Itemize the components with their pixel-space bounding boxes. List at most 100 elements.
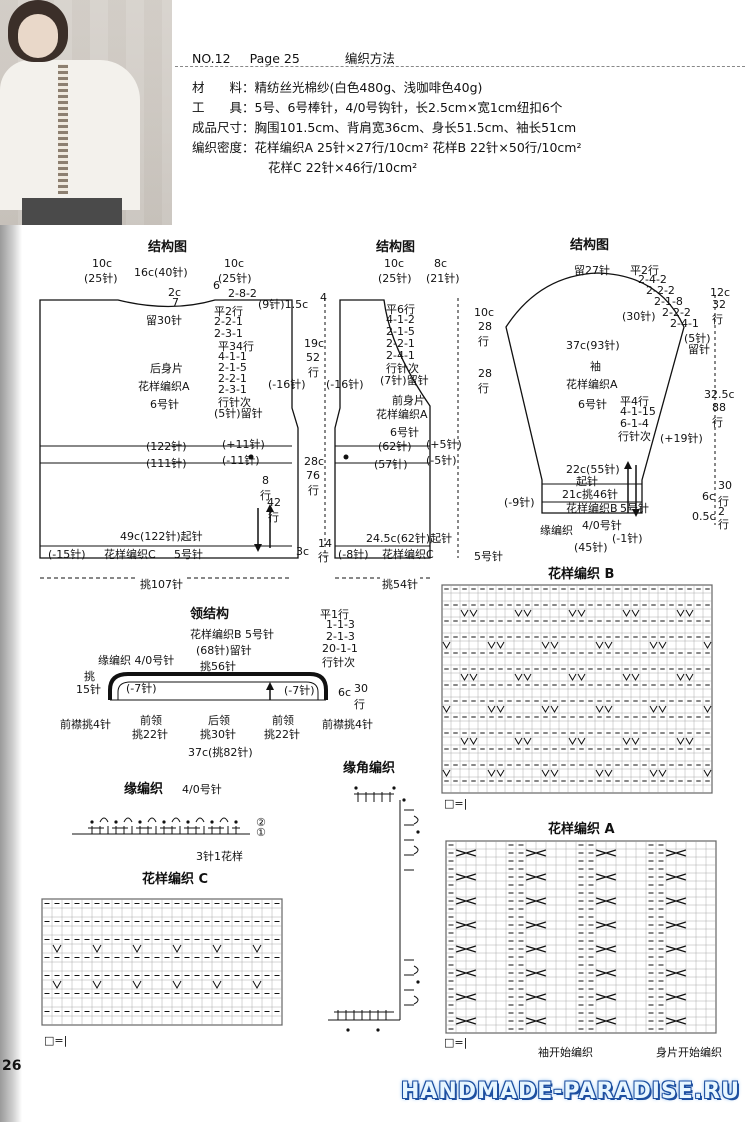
front-label: 8c (434, 257, 448, 270)
slip-stitch-mark (676, 737, 685, 745)
slip-stitch-mark (568, 673, 577, 681)
corner-edge-title: 缘角编织 (343, 761, 396, 776)
back-label: 76 (306, 469, 320, 482)
front-label: (-5针) (426, 454, 457, 467)
sleeve-label: (45针) (574, 541, 608, 554)
back-label: 2-1-5 (218, 361, 247, 374)
slip-stitch-mark (212, 944, 222, 954)
back-label: (+11针) (222, 438, 265, 451)
collar-label: (-7针) (126, 682, 157, 695)
back-label: 后身片 (150, 362, 183, 375)
sleeve-label: 2-4-2 (638, 273, 667, 286)
back-label: 2c (168, 286, 182, 299)
front-label: 10c (384, 257, 405, 270)
sleeve-label: 留针 (688, 343, 710, 356)
collar-diagram (108, 672, 328, 701)
slip-stitch-mark (577, 609, 586, 617)
back-label: (-11针) (222, 454, 260, 467)
slip-stitch-mark (595, 641, 604, 649)
pattern-c-title: 花样编织 C (142, 872, 209, 887)
slip-stitch-mark (496, 705, 505, 713)
gauge-line-1: 编织密度：花样编织A 25针×27行/10cm² 花样B 22针×50行/10c… (192, 140, 582, 155)
sleeve-diagram (505, 272, 716, 525)
front-label: (57针) (374, 458, 408, 471)
slip-stitch-mark (496, 641, 505, 649)
sleeve-label: (+19针) (660, 432, 703, 445)
front-label: 5号针 (474, 550, 503, 563)
sleeve-label: (-9针) (504, 496, 535, 509)
slip-stitch-mark (212, 980, 222, 990)
collar-label: 挑30针 (200, 728, 236, 741)
slip-stitch-mark (622, 737, 631, 745)
front-label: (-16针) (326, 378, 364, 391)
slip-stitch-mark (685, 609, 694, 617)
back-label: 花样编织A (138, 380, 190, 393)
back-label: 行 (268, 511, 279, 524)
sleeve-label: 平2行 (630, 264, 659, 277)
pattern-a-legend: □=| (444, 1036, 468, 1049)
slip-stitch-mark (442, 769, 451, 777)
slip-stitch-mark (703, 705, 712, 713)
slip-stitch-mark (514, 609, 523, 617)
front-label: (25针) (378, 272, 412, 285)
pattern-c-legend: □=| (44, 1034, 68, 1047)
slip-stitch-mark (442, 705, 451, 713)
sleeve-label: 留27针 (574, 264, 610, 277)
back-label: 8 (262, 474, 269, 487)
collar-label: 行 (354, 698, 365, 711)
sleeve-label: 5号针 (620, 502, 649, 515)
pattern-b-legend: □=| (444, 797, 468, 810)
collar-label: 挑22针 (264, 728, 300, 741)
slip-stitch-mark (52, 944, 62, 954)
back-label: (111针) (146, 457, 187, 470)
collar-label: 挑56针 (200, 660, 236, 673)
slip-stitch-mark (631, 673, 640, 681)
sleeve-label: 6号针 (578, 398, 607, 411)
slip-stitch-mark (577, 737, 586, 745)
slip-stitch-mark (132, 944, 142, 954)
back-label: 2-8-2 (228, 287, 257, 300)
slip-stitch-mark (568, 737, 577, 745)
back-label: 14 (318, 537, 332, 550)
sleeve-label: 2-2-2 (662, 306, 691, 319)
slip-stitch-mark (550, 705, 559, 713)
back-label: 10c (92, 257, 113, 270)
slip-stitch-mark (514, 737, 523, 745)
back-label: 行 (308, 484, 319, 497)
slip-stitch-mark (92, 944, 102, 954)
collar-label: 后领 (208, 714, 230, 727)
front-label: 24.5c(62针)起针 (366, 532, 453, 545)
collar-label: 1-1-3 (326, 618, 355, 631)
slip-stitch-mark (703, 769, 712, 777)
slip-stitch-mark (541, 769, 550, 777)
pattern-a-chart (445, 840, 717, 1034)
sleeve-label: 行 (712, 313, 723, 326)
slip-stitch-mark (252, 980, 262, 990)
slip-stitch-mark (685, 737, 694, 745)
front-label: 行 (478, 335, 489, 348)
back-label: 6 (213, 279, 220, 292)
back-label: (25针) (218, 272, 252, 285)
slip-stitch-mark (487, 641, 496, 649)
slip-stitch-mark (487, 769, 496, 777)
front-label: (-8针) (338, 548, 369, 561)
slip-stitch-mark (541, 641, 550, 649)
edge-row-2: ② (256, 816, 266, 829)
watermark: HANDMADE-PARADISE.RU (400, 1079, 740, 1104)
front-label: 花样编织C (382, 548, 434, 561)
slip-stitch-mark (550, 769, 559, 777)
sleeve-structure-title: 结构图 (570, 238, 610, 253)
sleeve-label: 行 (712, 416, 723, 429)
method-title: 编织方法 (344, 51, 395, 66)
slip-stitch-mark (496, 769, 505, 777)
back-label: 行 (260, 489, 271, 502)
slip-stitch-mark (622, 609, 631, 617)
collar-label: 前领 (272, 714, 294, 727)
slip-stitch-mark (487, 705, 496, 713)
back-label: (5针)留针 (214, 407, 263, 420)
collar-label: 6c (338, 686, 352, 699)
slip-stitch-mark (658, 705, 667, 713)
sleeve-label: 88 (712, 401, 726, 414)
pattern-b-chart (441, 584, 713, 794)
back-label: 2-3-1 (214, 327, 243, 340)
